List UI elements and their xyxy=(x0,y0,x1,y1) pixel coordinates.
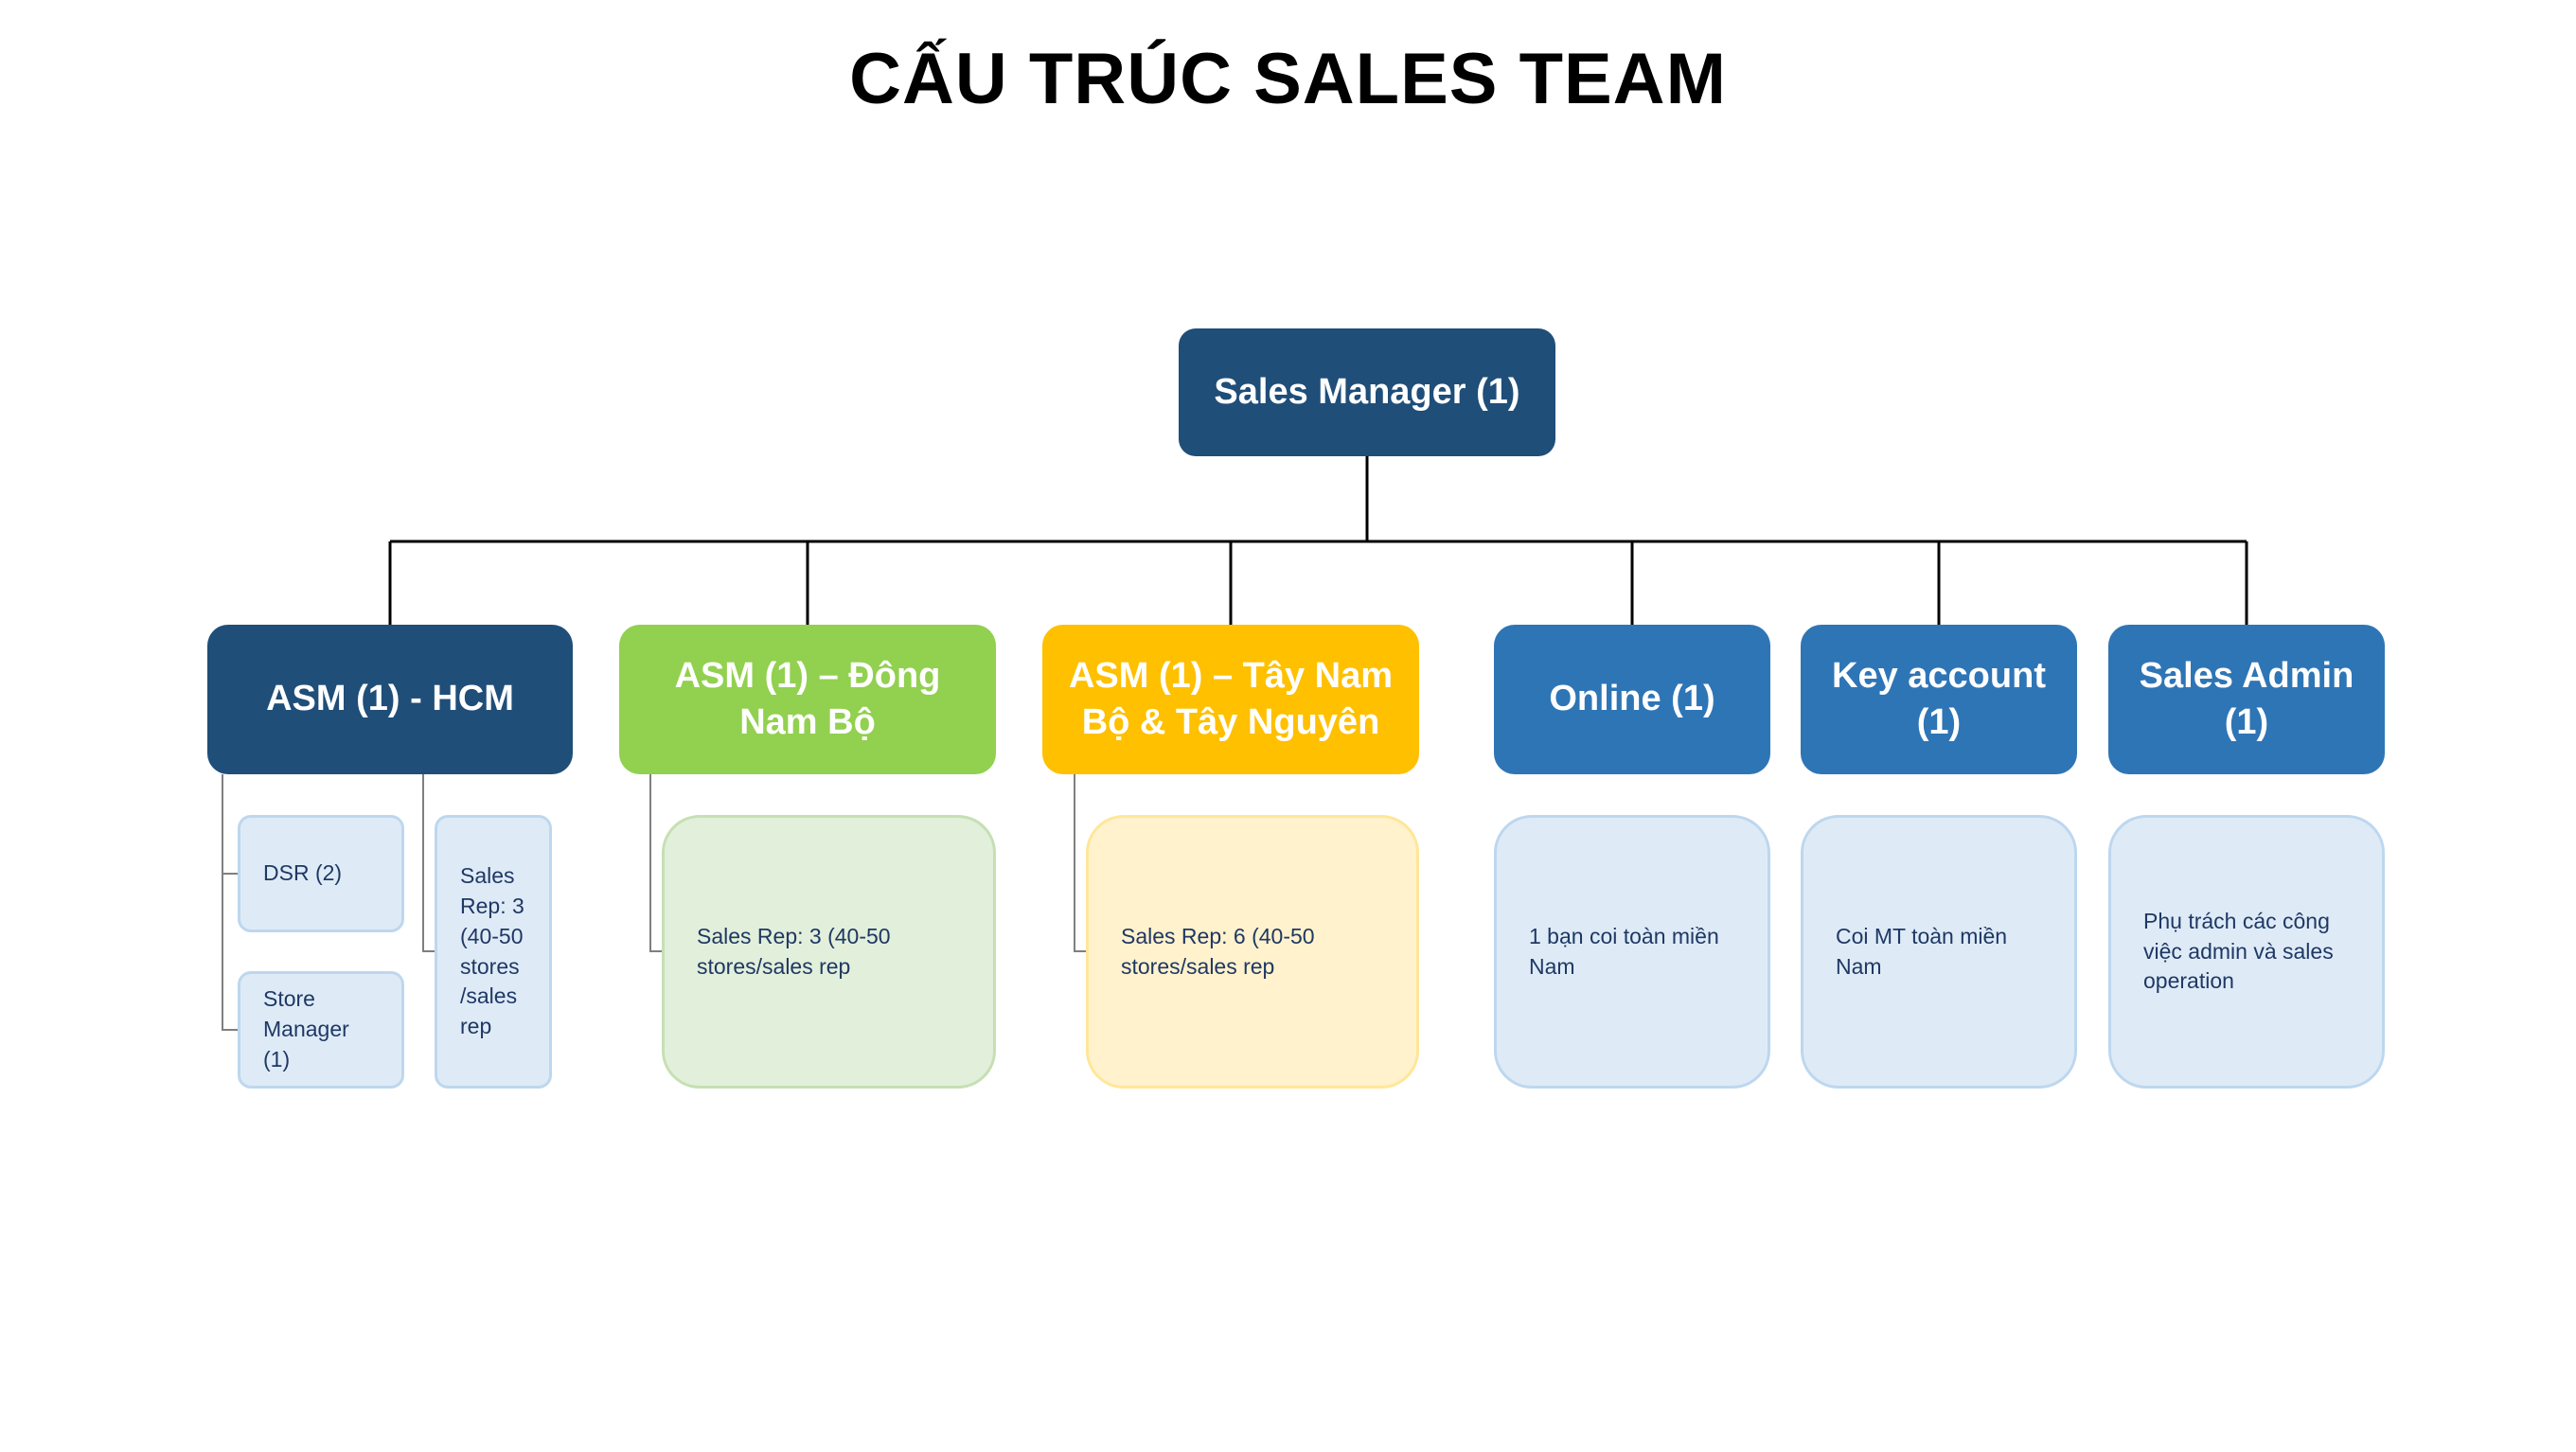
dong-nam-bo-sales-rep-node: Sales Rep: 3 (40-50 stores/sales rep xyxy=(662,815,996,1089)
online-label: Online (1) xyxy=(1549,679,1715,719)
hcm-sales-rep-label: Sales Rep: 3 (40-50 stores /sales rep xyxy=(460,863,524,1038)
key-account-label-line1: Key account xyxy=(1832,655,2046,696)
hcm-sales-rep-node: Sales Rep: 3 (40-50 stores /sales rep xyxy=(435,815,552,1089)
sales-admin-label-line2: (1) xyxy=(2224,702,2269,742)
connector-hcm-store xyxy=(222,874,238,1031)
key-account-label-line2: (1) xyxy=(1916,702,1962,742)
sales-admin-node: Sales Admin (1) xyxy=(2108,625,2385,774)
asm-dong-nam-bo-label-line1: ASM (1) – Đông xyxy=(674,655,941,696)
key-account-desc-node: Coi MT toàn miền Nam xyxy=(1801,815,2077,1089)
asm-dong-nam-bo-label-line2: Nam Bộ xyxy=(739,702,876,742)
key-account-node: Key account (1) xyxy=(1801,625,2077,774)
online-node: Online (1) xyxy=(1494,625,1770,774)
sales-manager-label: Sales Manager (1) xyxy=(1214,371,1520,412)
asm-hcm-label: ASM (1) - HCM xyxy=(266,679,514,719)
asm-tay-nam-bo-node: ASM (1) – Tây Nam Bộ & Tây Nguyên xyxy=(1042,625,1419,774)
connector-hcm-rep xyxy=(422,774,435,952)
tay-nam-bo-sales-rep-node: Sales Rep: 6 (40-50 stores/sales rep xyxy=(1086,815,1419,1089)
sales-admin-label-line1: Sales Admin xyxy=(2139,655,2354,696)
online-desc-node: 1 bạn coi toàn miền Nam xyxy=(1494,815,1770,1089)
dong-nam-bo-sales-rep-label: Sales Rep: 3 (40-50 stores/sales rep xyxy=(697,923,891,979)
connector-tn-rep xyxy=(1074,774,1086,952)
asm-tay-nam-bo-label-line2: Bộ & Tây Nguyên xyxy=(1081,702,1380,742)
hcm-store-manager-label: Store Manager (1) xyxy=(263,986,349,1071)
key-account-desc-label: Coi MT toàn miền Nam xyxy=(1836,923,2008,979)
sales-admin-desc-node: Phụ trách các công việc admin và sales o… xyxy=(2108,815,2385,1089)
connector-dnb-rep xyxy=(649,774,662,952)
asm-hcm-node: ASM (1) - HCM xyxy=(207,625,573,774)
asm-dong-nam-bo-node: ASM (1) – Đông Nam Bộ xyxy=(619,625,996,774)
hcm-store-manager-node: Store Manager (1) xyxy=(238,971,404,1089)
tay-nam-bo-sales-rep-label: Sales Rep: 6 (40-50 stores/sales rep xyxy=(1121,923,1315,979)
hcm-dsr-node: DSR (2) xyxy=(238,815,404,932)
hcm-dsr-label: DSR (2) xyxy=(263,860,343,886)
page-title: CẤU TRÚC SALES TEAM xyxy=(849,39,1727,119)
sales-admin-desc-label: Phụ trách các công việc admin và sales o… xyxy=(2143,908,2334,994)
sales-manager-node: Sales Manager (1) xyxy=(1179,328,1555,456)
asm-tay-nam-bo-label-line1: ASM (1) – Tây Nam xyxy=(1068,655,1394,696)
online-desc-label: 1 bạn coi toàn miền Nam xyxy=(1529,923,1719,979)
connector-hcm-dsr xyxy=(222,774,238,875)
